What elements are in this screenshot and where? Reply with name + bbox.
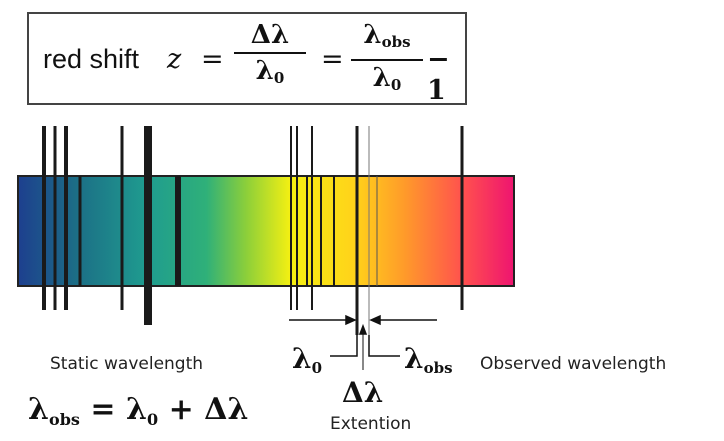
observed-wavelength-label: Observed wavelength (480, 354, 667, 374)
arrowhead-lambda0 (345, 314, 357, 326)
leader-lambda-obs (368, 335, 400, 357)
fraction-1-denominator: λ0 (255, 56, 285, 87)
absorption-lines (42, 126, 464, 335)
formula-label: red shift (43, 44, 140, 74)
equation-lhs: λobs (28, 392, 80, 429)
fraction-2-bar (351, 59, 423, 61)
extension-label: Extention (330, 414, 412, 434)
lambda-obs-symbol: λobs (404, 342, 453, 377)
shift-arrows (289, 314, 437, 370)
fraction-2-denominator: λ0 (372, 63, 402, 94)
arrowhead-lambda-obs (369, 314, 381, 326)
observed-wavelength-equation: λobs = λ0 + Δλ (28, 392, 249, 429)
lambda0-symbol: λ0 (292, 342, 323, 377)
redshift-formula-box: red shift z = Δλ λ0 = λobs λ0 − 1 (27, 12, 467, 106)
fraction-1-bar (234, 52, 306, 54)
leader-lambda0 (330, 335, 358, 357)
formula-minus-one: − 1 (427, 44, 450, 106)
equation-rhs-a: = λ0 (90, 392, 159, 429)
formula-fraction-2: λobs λ0 (351, 20, 423, 100)
spectrum-band (17, 175, 515, 287)
equation-rhs-b: + Δλ (168, 392, 249, 427)
formula-equals-2: = (321, 44, 344, 75)
delta-lambda-symbol: Δλ (342, 376, 384, 409)
formula-fraction-1: Δλ λ0 (234, 20, 306, 93)
formula-z: z (167, 44, 182, 75)
static-wavelength-label: Static wavelength (50, 354, 204, 374)
arrowhead-delta (358, 323, 368, 335)
formula-equals-1: = (201, 44, 224, 75)
fraction-1-numerator: Δλ (250, 20, 290, 50)
fraction-2-numerator: λobs (363, 20, 411, 51)
